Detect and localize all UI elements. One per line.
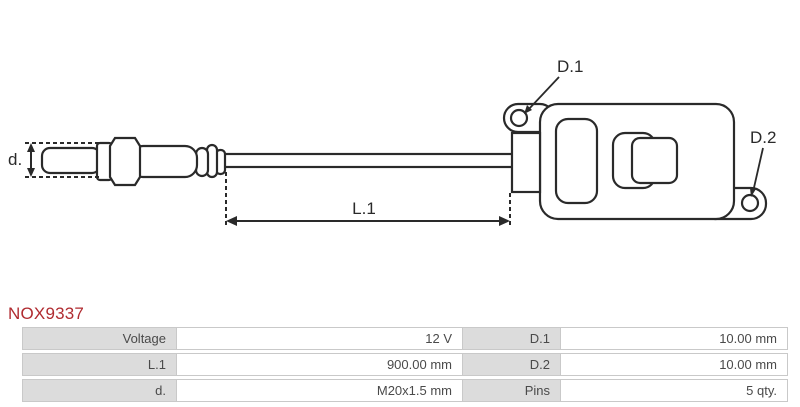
d-arrowhead-up xyxy=(27,143,35,152)
l1-arrowhead-right xyxy=(499,216,510,226)
spec-label-d2: D.2 xyxy=(462,353,561,376)
control-unit xyxy=(502,102,768,221)
dimension-label-d: d. xyxy=(8,150,22,169)
d2-arrowhead xyxy=(750,188,756,197)
spec-label-d: d. xyxy=(22,379,177,402)
dimension-label-d2: D.2 xyxy=(750,128,776,147)
sensor-cable xyxy=(219,152,522,169)
cable-entry-block xyxy=(510,131,542,194)
mounting-hole-d2 xyxy=(740,193,760,213)
table-row: d. M20x1.5 mm Pins 5 qty. xyxy=(22,379,788,402)
d-arrowhead-down xyxy=(27,168,35,177)
mounting-hole-d1 xyxy=(509,108,529,128)
d2-leader-line xyxy=(752,147,764,193)
spec-value-d: M20x1.5 mm xyxy=(176,379,463,402)
dimension-label-l1: L.1 xyxy=(352,199,376,218)
d1-arrowhead xyxy=(524,105,532,114)
sensor-technical-drawing: d. L.1 D.1 D.2 xyxy=(8,57,776,227)
hex-nut xyxy=(108,136,142,187)
d1-leader-line xyxy=(527,76,560,111)
spec-table: Voltage 12 V D.1 10.00 mm L.1 900.00 mm … xyxy=(22,327,788,405)
spec-label-d1: D.1 xyxy=(462,327,561,350)
spec-value-pins: 5 qty. xyxy=(560,379,788,402)
housing-inner-section xyxy=(554,117,599,205)
dimension-label-d1: D.1 xyxy=(557,57,583,76)
spec-label-pins: Pins xyxy=(462,379,561,402)
part-number: NOX9337 xyxy=(8,304,85,323)
spec-value-voltage: 12 V xyxy=(176,327,463,350)
spec-value-d2: 10.00 mm xyxy=(560,353,788,376)
spec-value-l1: 900.00 mm xyxy=(176,353,463,376)
probe-tip xyxy=(40,146,102,175)
spec-label-l1: L.1 xyxy=(22,353,177,376)
table-row: L.1 900.00 mm D.2 10.00 mm xyxy=(22,353,788,376)
table-row: Voltage 12 V D.1 10.00 mm xyxy=(22,327,788,350)
sensor-probe xyxy=(40,136,522,187)
l1-arrowhead-left xyxy=(226,216,237,226)
spec-label-voltage: Voltage xyxy=(22,327,177,350)
dimension-annotations: d. L.1 D.1 D.2 xyxy=(8,57,776,227)
connector-inner xyxy=(630,136,679,185)
spec-value-d1: 10.00 mm xyxy=(560,327,788,350)
